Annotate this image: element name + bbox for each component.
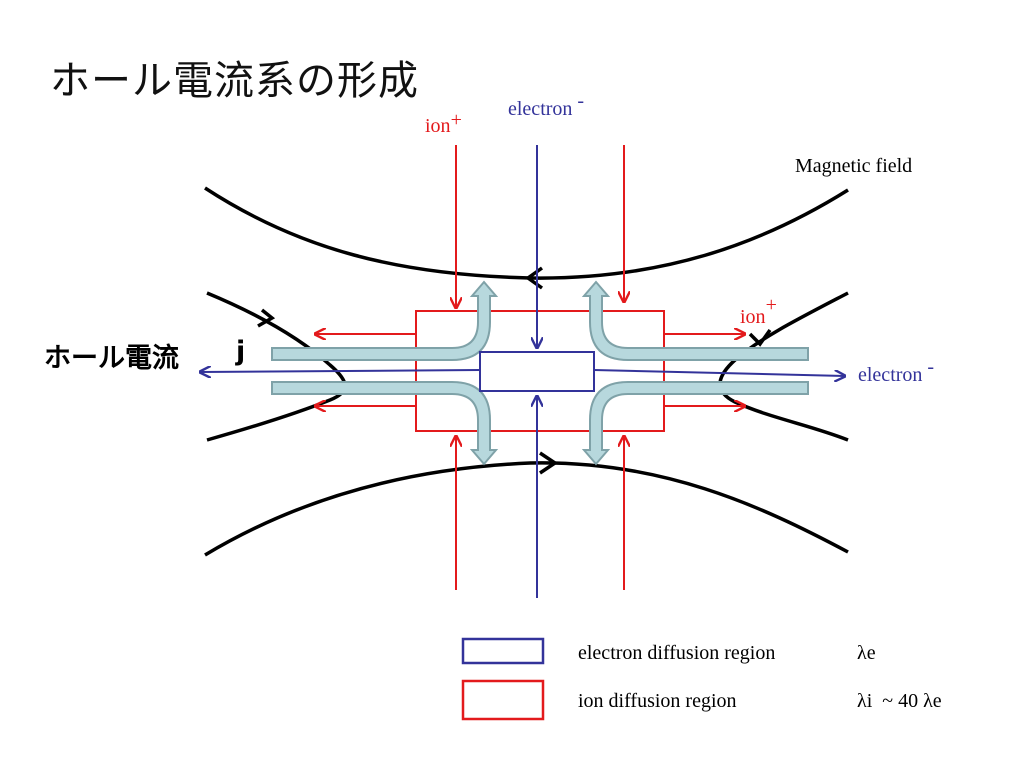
hall-arrow-lower-right [581,381,809,466]
ion-right-sign: + [765,294,777,316]
electron-flow-arrows [200,145,845,598]
legend-electron-label: electron diffusion region [578,642,776,664]
electron-top-sign: - [577,90,585,112]
field-arrowhead-bottom [539,451,559,475]
hall-arrow-upper-right [581,280,809,361]
field-line-top [204,186,849,280]
electron-outflow-left [200,370,481,372]
magnetic-field-label: Magnetic field [795,155,913,177]
legend-ion-box [461,679,545,721]
field-arrowhead-right [748,328,772,347]
legend-electron-box [461,637,545,665]
electron-outflow-right [593,369,845,376]
hall-arrow-upper-left [271,280,499,361]
electron-top-label: electron - [508,90,584,121]
ion-flow-arrows [315,145,745,590]
legend-ion-label: ion diffusion region [578,690,737,712]
electron-top-text: electron [508,98,573,120]
field-line-bottom [204,461,849,557]
ion-right-text: ion [740,306,766,328]
electron-right-text: electron [858,364,923,386]
slide-title: ホール電流系の形成 [50,58,419,104]
field-arrowhead-left [257,308,276,328]
ion-top-label: ion+ [425,109,462,138]
field-line-upper-left [206,291,347,442]
hall-arrow-lower-left [271,381,499,466]
hall-current-label: ホール電流 [44,343,179,374]
electron-diffusion-region [479,351,595,392]
legend-ion-scale: λi ~ 40 λe [857,690,942,712]
legend-electron-scale: λe [857,642,876,664]
ion-top-text: ion [425,115,451,137]
ion-right-label: ion+ [740,294,777,329]
ion-top-sign: + [450,109,462,131]
hall-current-arrows [271,280,809,466]
electron-right-sign: - [927,356,935,378]
hall-current-symbol: j [236,336,246,367]
electron-right-label: electron - [858,356,934,387]
